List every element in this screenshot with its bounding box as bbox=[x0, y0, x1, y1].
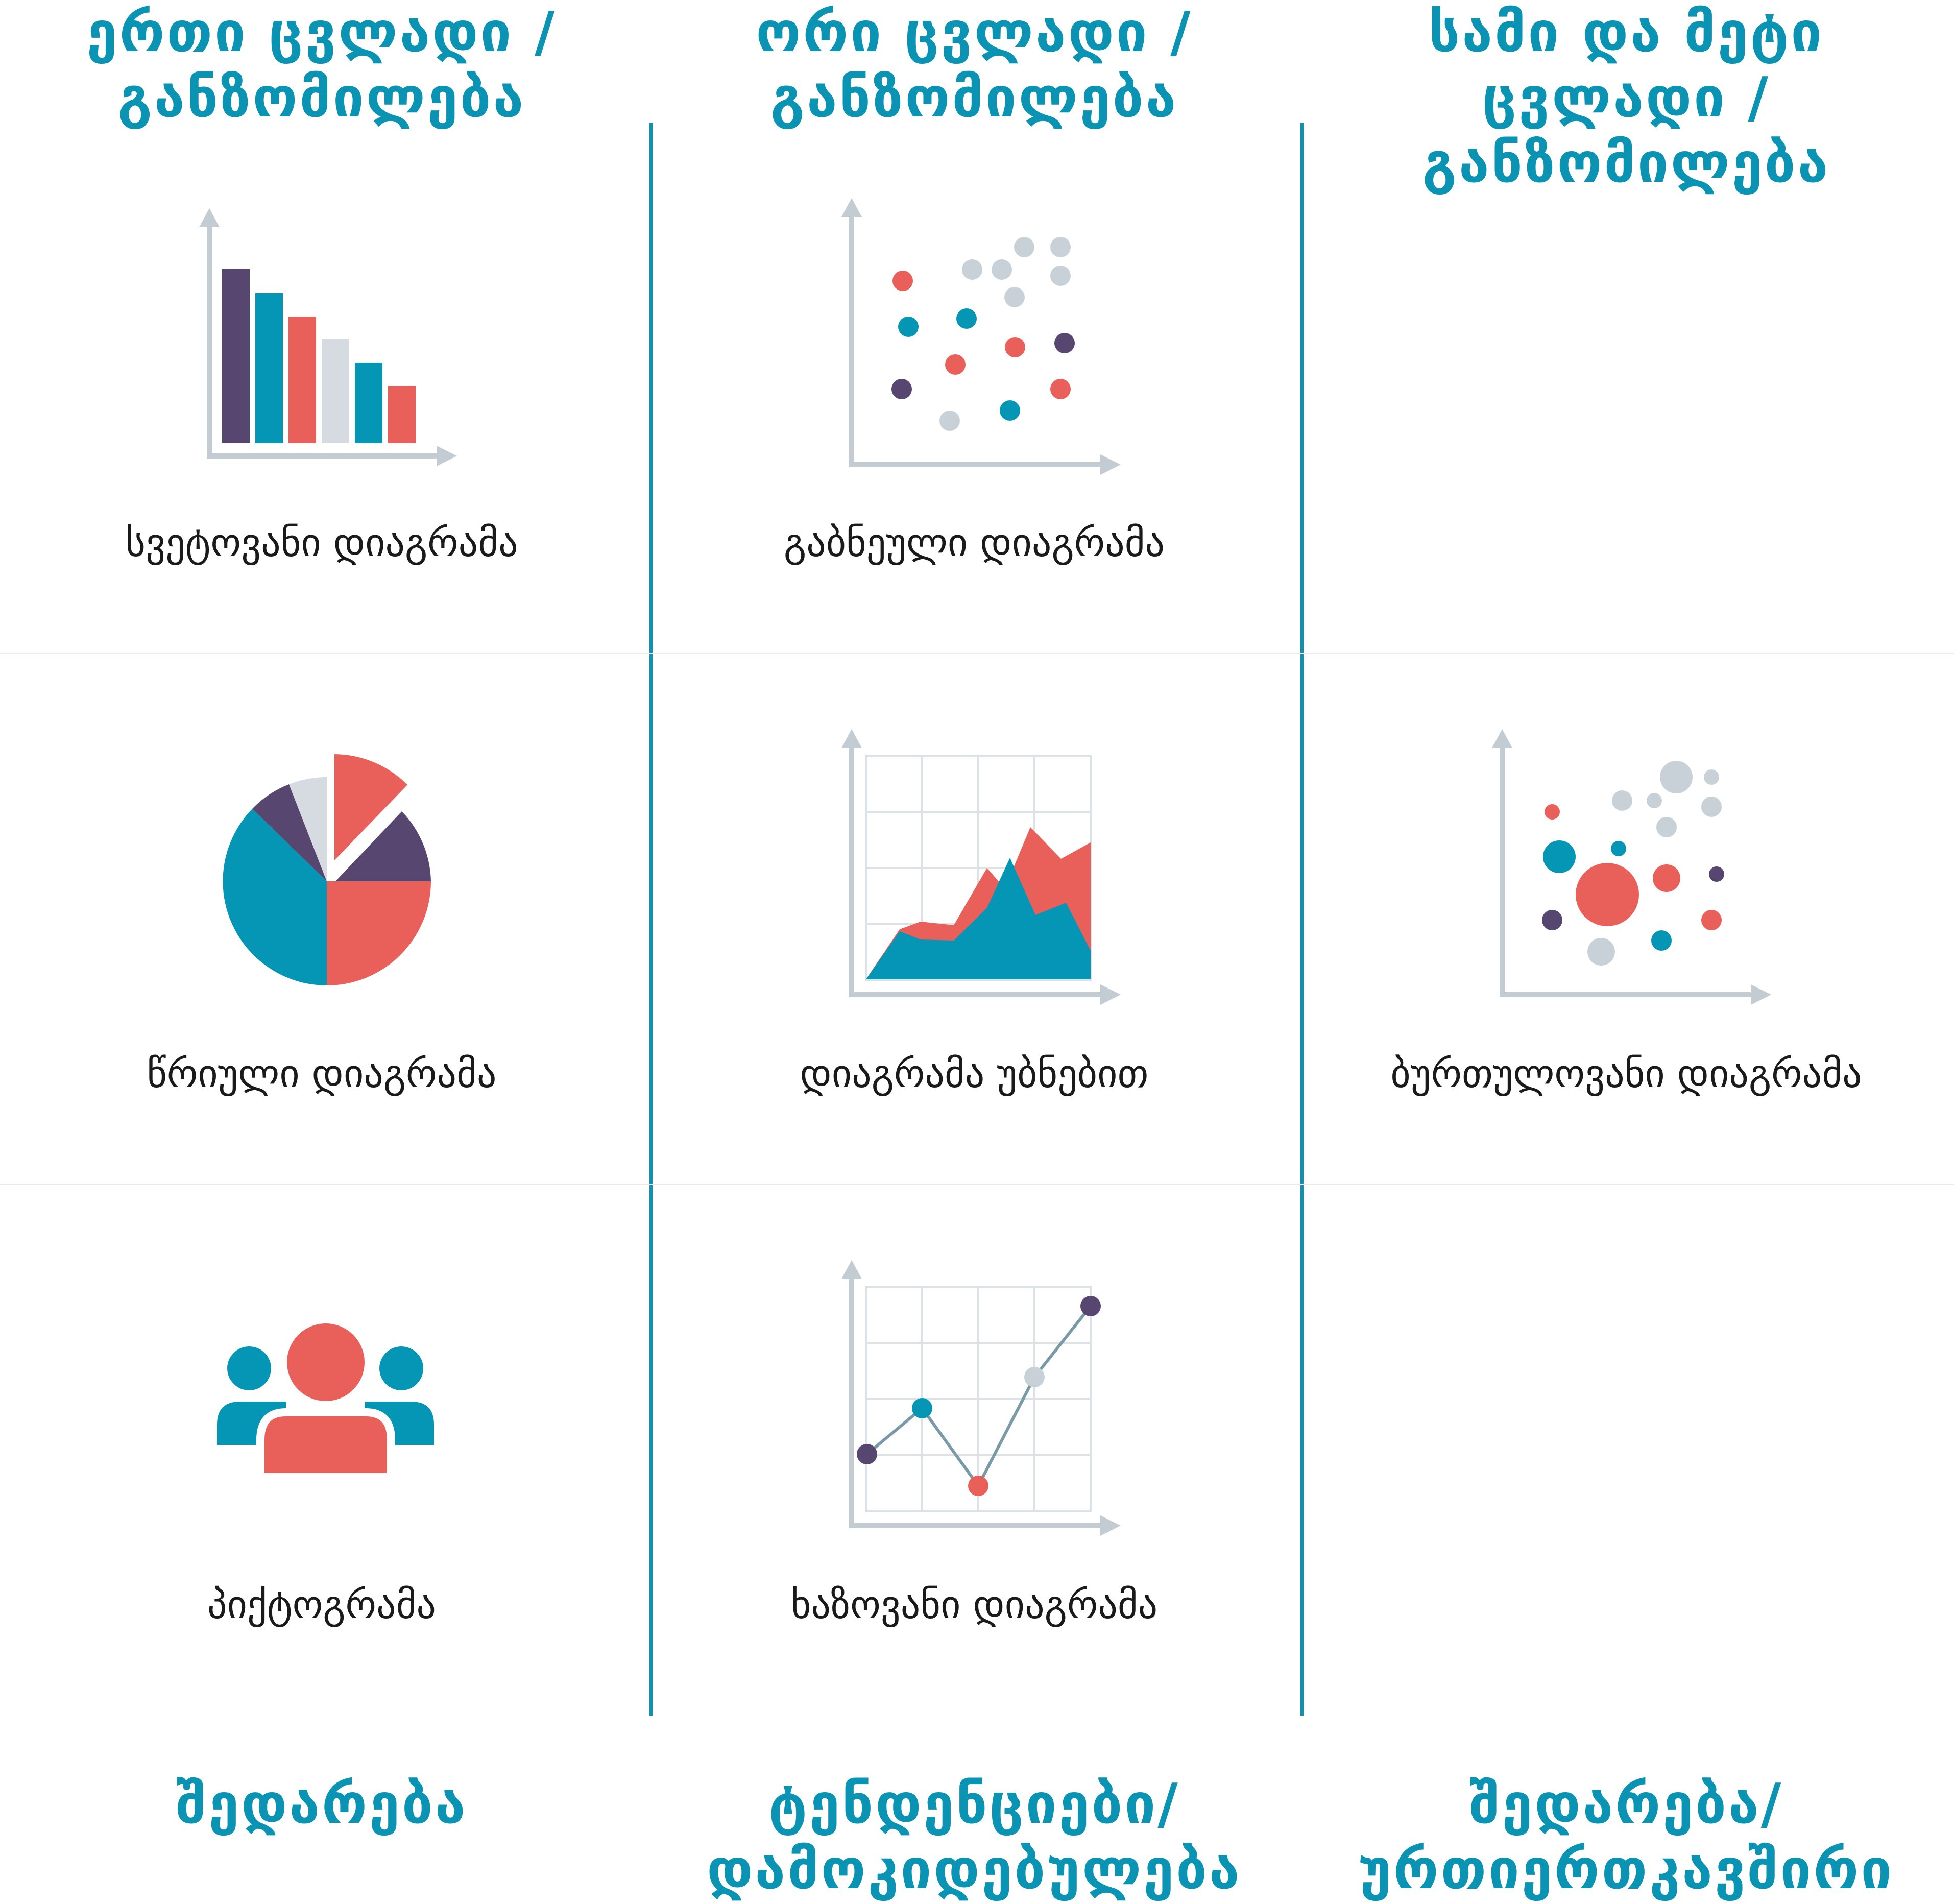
scatter-point bbox=[1050, 237, 1071, 257]
bar-5 bbox=[355, 363, 382, 443]
line-point bbox=[1024, 1367, 1045, 1387]
bubble-chart-axes bbox=[1492, 729, 1771, 1005]
column-footer-relationship: შედარება/ ურთიერთკავშირი bbox=[1305, 1772, 1948, 1902]
bubble bbox=[1542, 910, 1562, 930]
scatter-point bbox=[1005, 337, 1025, 357]
pictogram-label: პიქტოგრამა bbox=[207, 1582, 436, 1627]
scatter-point bbox=[956, 308, 977, 329]
scatter-chart-axes bbox=[841, 198, 1121, 475]
column-header-line2: განზომილება bbox=[117, 66, 526, 130]
scatter-point bbox=[992, 259, 1012, 280]
area-chart-axes bbox=[841, 729, 1121, 1005]
bar-1 bbox=[222, 269, 250, 443]
line-point bbox=[968, 1476, 988, 1496]
row-divider-1 bbox=[0, 653, 1954, 654]
line-chart-icon bbox=[841, 1260, 1121, 1536]
bar-2 bbox=[255, 293, 283, 443]
bubble bbox=[1576, 863, 1639, 926]
scatter-point bbox=[1050, 379, 1071, 399]
scatter-point bbox=[945, 354, 966, 375]
pie-slice-gray bbox=[289, 777, 327, 881]
scatter-chart-label: გაბნეული დიაგრამა bbox=[783, 520, 1165, 565]
row-divider-2 bbox=[0, 1184, 1954, 1185]
line-point bbox=[1080, 1296, 1101, 1316]
scatter-point bbox=[962, 259, 982, 280]
line-point bbox=[857, 1444, 877, 1464]
column-header-one-variable: ერთი ცვლადი / განზომილება bbox=[0, 0, 643, 131]
column-footer-line2: ურთიერთკავშირი bbox=[1358, 1838, 1894, 1901]
column-header-three-variables: სამი და მეტი ცვლადი / განზომილება bbox=[1305, 0, 1948, 196]
scatter-point bbox=[1014, 237, 1034, 257]
bubble bbox=[1653, 864, 1680, 892]
bubble bbox=[1660, 761, 1693, 793]
pie-slice-dark-purple bbox=[335, 811, 431, 881]
pie-slice-red bbox=[327, 881, 431, 985]
scatter-point bbox=[1054, 333, 1075, 353]
bubble bbox=[1709, 866, 1724, 882]
bubble bbox=[1651, 930, 1672, 951]
person-right-head-icon bbox=[379, 1346, 423, 1390]
bubble bbox=[1543, 840, 1576, 873]
scatter-point bbox=[939, 411, 960, 431]
area-series-teal bbox=[866, 858, 1091, 979]
column-header-line1: ორი ცვლადი / bbox=[756, 1, 1193, 64]
bubble bbox=[1704, 769, 1719, 785]
scatter-chart-icon bbox=[841, 198, 1121, 475]
bubble-chart-icon bbox=[1492, 729, 1771, 1005]
scatter-point bbox=[1050, 266, 1071, 286]
line-chart-axes bbox=[841, 1260, 1121, 1536]
line-chart-label: ხაზოვანი დიაგრამა bbox=[790, 1582, 1158, 1627]
person-center-head-icon bbox=[287, 1323, 365, 1401]
scatter-point bbox=[898, 317, 919, 337]
bubble bbox=[1656, 817, 1677, 837]
people-group-icon bbox=[217, 1323, 434, 1481]
pie-chart-icon bbox=[223, 754, 431, 985]
scatter-point bbox=[891, 379, 912, 399]
column-footer-comparison: შედარება bbox=[0, 1772, 643, 1837]
bubble-chart-label: ბურთულოვანი დიაგრამა bbox=[1390, 1051, 1862, 1096]
column-footer-line2: დამოკიდებულება bbox=[707, 1838, 1242, 1901]
bar-6 bbox=[388, 386, 416, 443]
bubble bbox=[1647, 793, 1662, 808]
column-footer-trends: ტენდენციები/ დამოკიდებულება bbox=[653, 1772, 1296, 1902]
line-chart-grid bbox=[865, 1286, 1092, 1512]
column-footer-line1: შედარება/ bbox=[1469, 1772, 1783, 1836]
bubble bbox=[1612, 790, 1632, 811]
scatter-point bbox=[1004, 287, 1025, 307]
column-header-two-variables: ორი ცვლადი / განზომილება bbox=[653, 0, 1296, 131]
pie-chart-label: წრიული დიაგრამა bbox=[147, 1051, 497, 1096]
bubble bbox=[1701, 910, 1722, 930]
bar-chart-label: სვეტოვანი დიაგრამა bbox=[125, 520, 518, 565]
column-header-line1: სამი და მეტი bbox=[1428, 1, 1824, 64]
person-center-body-icon bbox=[256, 1408, 395, 1481]
bubble bbox=[1611, 841, 1626, 856]
column-header-line2: ცვლადი / განზომილება bbox=[1422, 66, 1830, 195]
bubble bbox=[1701, 797, 1722, 817]
area-chart-label: დიაგრამა უბნებით bbox=[800, 1051, 1149, 1096]
bar-chart-icon bbox=[199, 208, 457, 466]
bar-3 bbox=[288, 317, 316, 443]
column-footer-line1: ტენდენციები/ bbox=[768, 1772, 1180, 1836]
column-divider-1 bbox=[649, 123, 653, 1716]
pie-slice-exploded-red bbox=[334, 754, 407, 860]
bar-chart-axes bbox=[199, 208, 457, 466]
pie-slice-teal bbox=[223, 809, 327, 985]
area-chart-icon bbox=[841, 729, 1121, 1005]
bar-4 bbox=[322, 339, 349, 443]
bubble bbox=[1587, 938, 1615, 966]
column-header-line1: ერთი ცვლადი / bbox=[86, 1, 557, 64]
line-point bbox=[912, 1398, 932, 1418]
scatter-point bbox=[1000, 400, 1020, 421]
person-left-head-icon bbox=[227, 1346, 271, 1390]
scatter-point bbox=[892, 271, 913, 291]
column-divider-2 bbox=[1300, 123, 1304, 1716]
column-footer-line1: შედარება bbox=[176, 1772, 468, 1836]
bubble bbox=[1545, 804, 1560, 820]
column-header-line2: განზომილება bbox=[770, 66, 1178, 130]
pie-slice-purple bbox=[252, 784, 327, 881]
